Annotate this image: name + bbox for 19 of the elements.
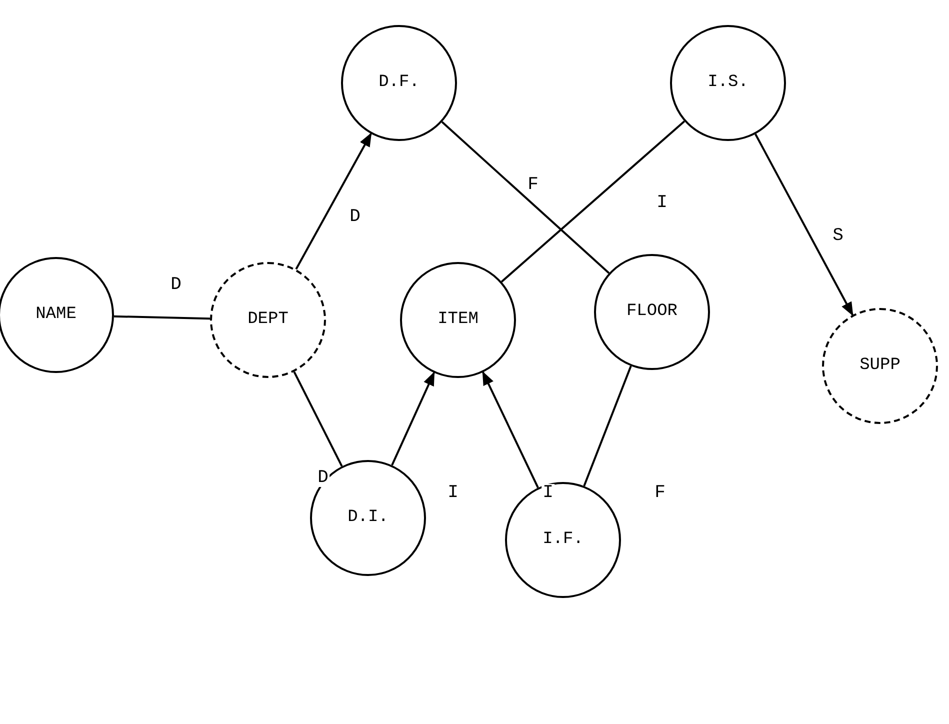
connector-line [293, 371, 343, 467]
node-label: I.S. [708, 72, 748, 94]
connector-line [295, 132, 372, 270]
connector-line [114, 315, 210, 320]
node-label: DEPT [248, 309, 288, 331]
connector-line [500, 120, 686, 282]
node-label: ITEM [438, 309, 478, 331]
node-label: I.F. [542, 529, 584, 551]
connector-line [754, 134, 854, 316]
edge-label: D [316, 469, 330, 487]
node-label: SUPP [860, 355, 900, 377]
node-label: D.I. [348, 507, 388, 529]
connector-line [583, 366, 632, 486]
node-label: FLOOR [626, 301, 678, 323]
connector-line [441, 121, 610, 274]
connector-line [482, 371, 539, 488]
connector-line [391, 372, 435, 466]
node-label: NAME [36, 304, 76, 326]
node-label: D.F. [378, 72, 420, 94]
